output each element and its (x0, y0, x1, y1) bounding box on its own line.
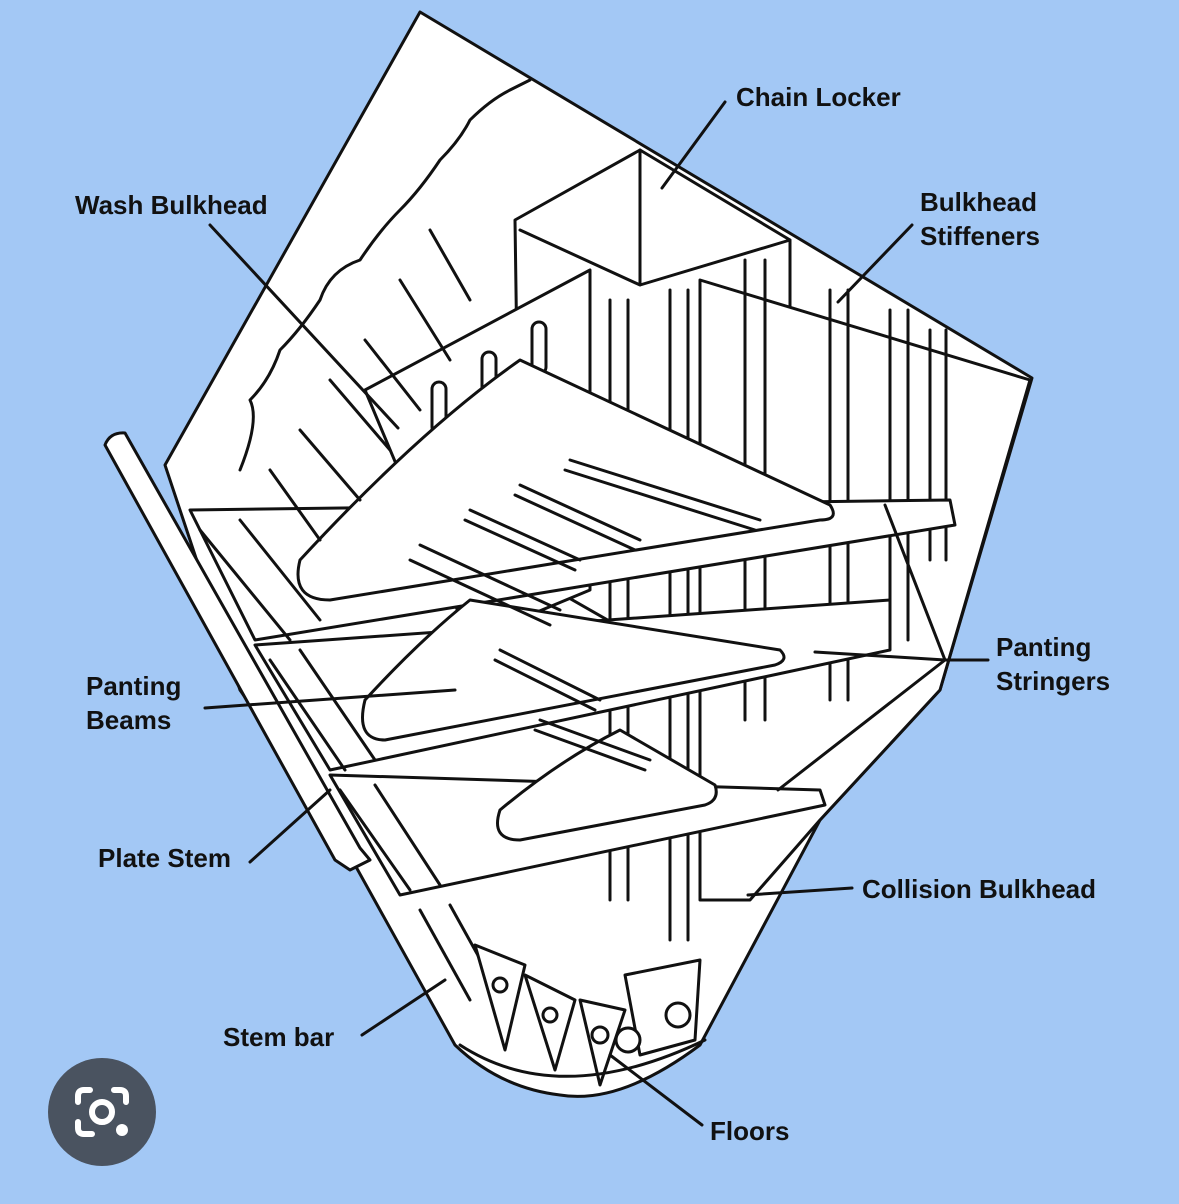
leader-panting-beams (203, 688, 457, 710)
label-floors: Floors (710, 1116, 790, 1146)
label-panting-stringers-line2: Stringers (996, 666, 1111, 696)
leader-chain-locker (660, 100, 727, 190)
camera-search-icon (75, 1087, 129, 1137)
label-chain-locker: Chain Locker (736, 82, 901, 112)
leader-collision-bulkhead (746, 886, 854, 897)
leader-stem-bar (360, 978, 447, 1037)
label-panting-beams-line2: Beams (86, 705, 172, 735)
stem-bar (103, 431, 372, 872)
label-panting-stringers-line1: Panting (996, 632, 1092, 662)
floor-1 (473, 943, 527, 1052)
label-bulkhead-stiffeners-line2: Stiffeners (920, 221, 1040, 251)
label-panting-beams-line1: Panting (86, 671, 182, 701)
label-collision-bulkhead: Collision Bulkhead (862, 874, 1097, 904)
label-plate-stem: Plate Stem (98, 843, 231, 873)
label-bulkhead-stiffeners-line1: Bulkhead (920, 187, 1038, 217)
floor-4 (623, 958, 702, 1057)
label-panting-beams: Panting Beams (86, 669, 181, 737)
label-stem-bar: Stem bar (223, 1022, 335, 1052)
leader-wash-bulkhead (208, 223, 400, 430)
label-bulkhead-stiffeners: Bulkhead Stiffeners (920, 185, 1040, 253)
label-panting-stringers: Panting Stringers (996, 630, 1110, 698)
leader-floors (608, 1053, 704, 1127)
leader-bulkhead-stiffeners (836, 223, 914, 304)
lens-search-button[interactable] (48, 1058, 156, 1166)
leader-plate-stem (248, 788, 332, 864)
label-wash-bulkhead: Wash Bulkhead (75, 190, 268, 220)
